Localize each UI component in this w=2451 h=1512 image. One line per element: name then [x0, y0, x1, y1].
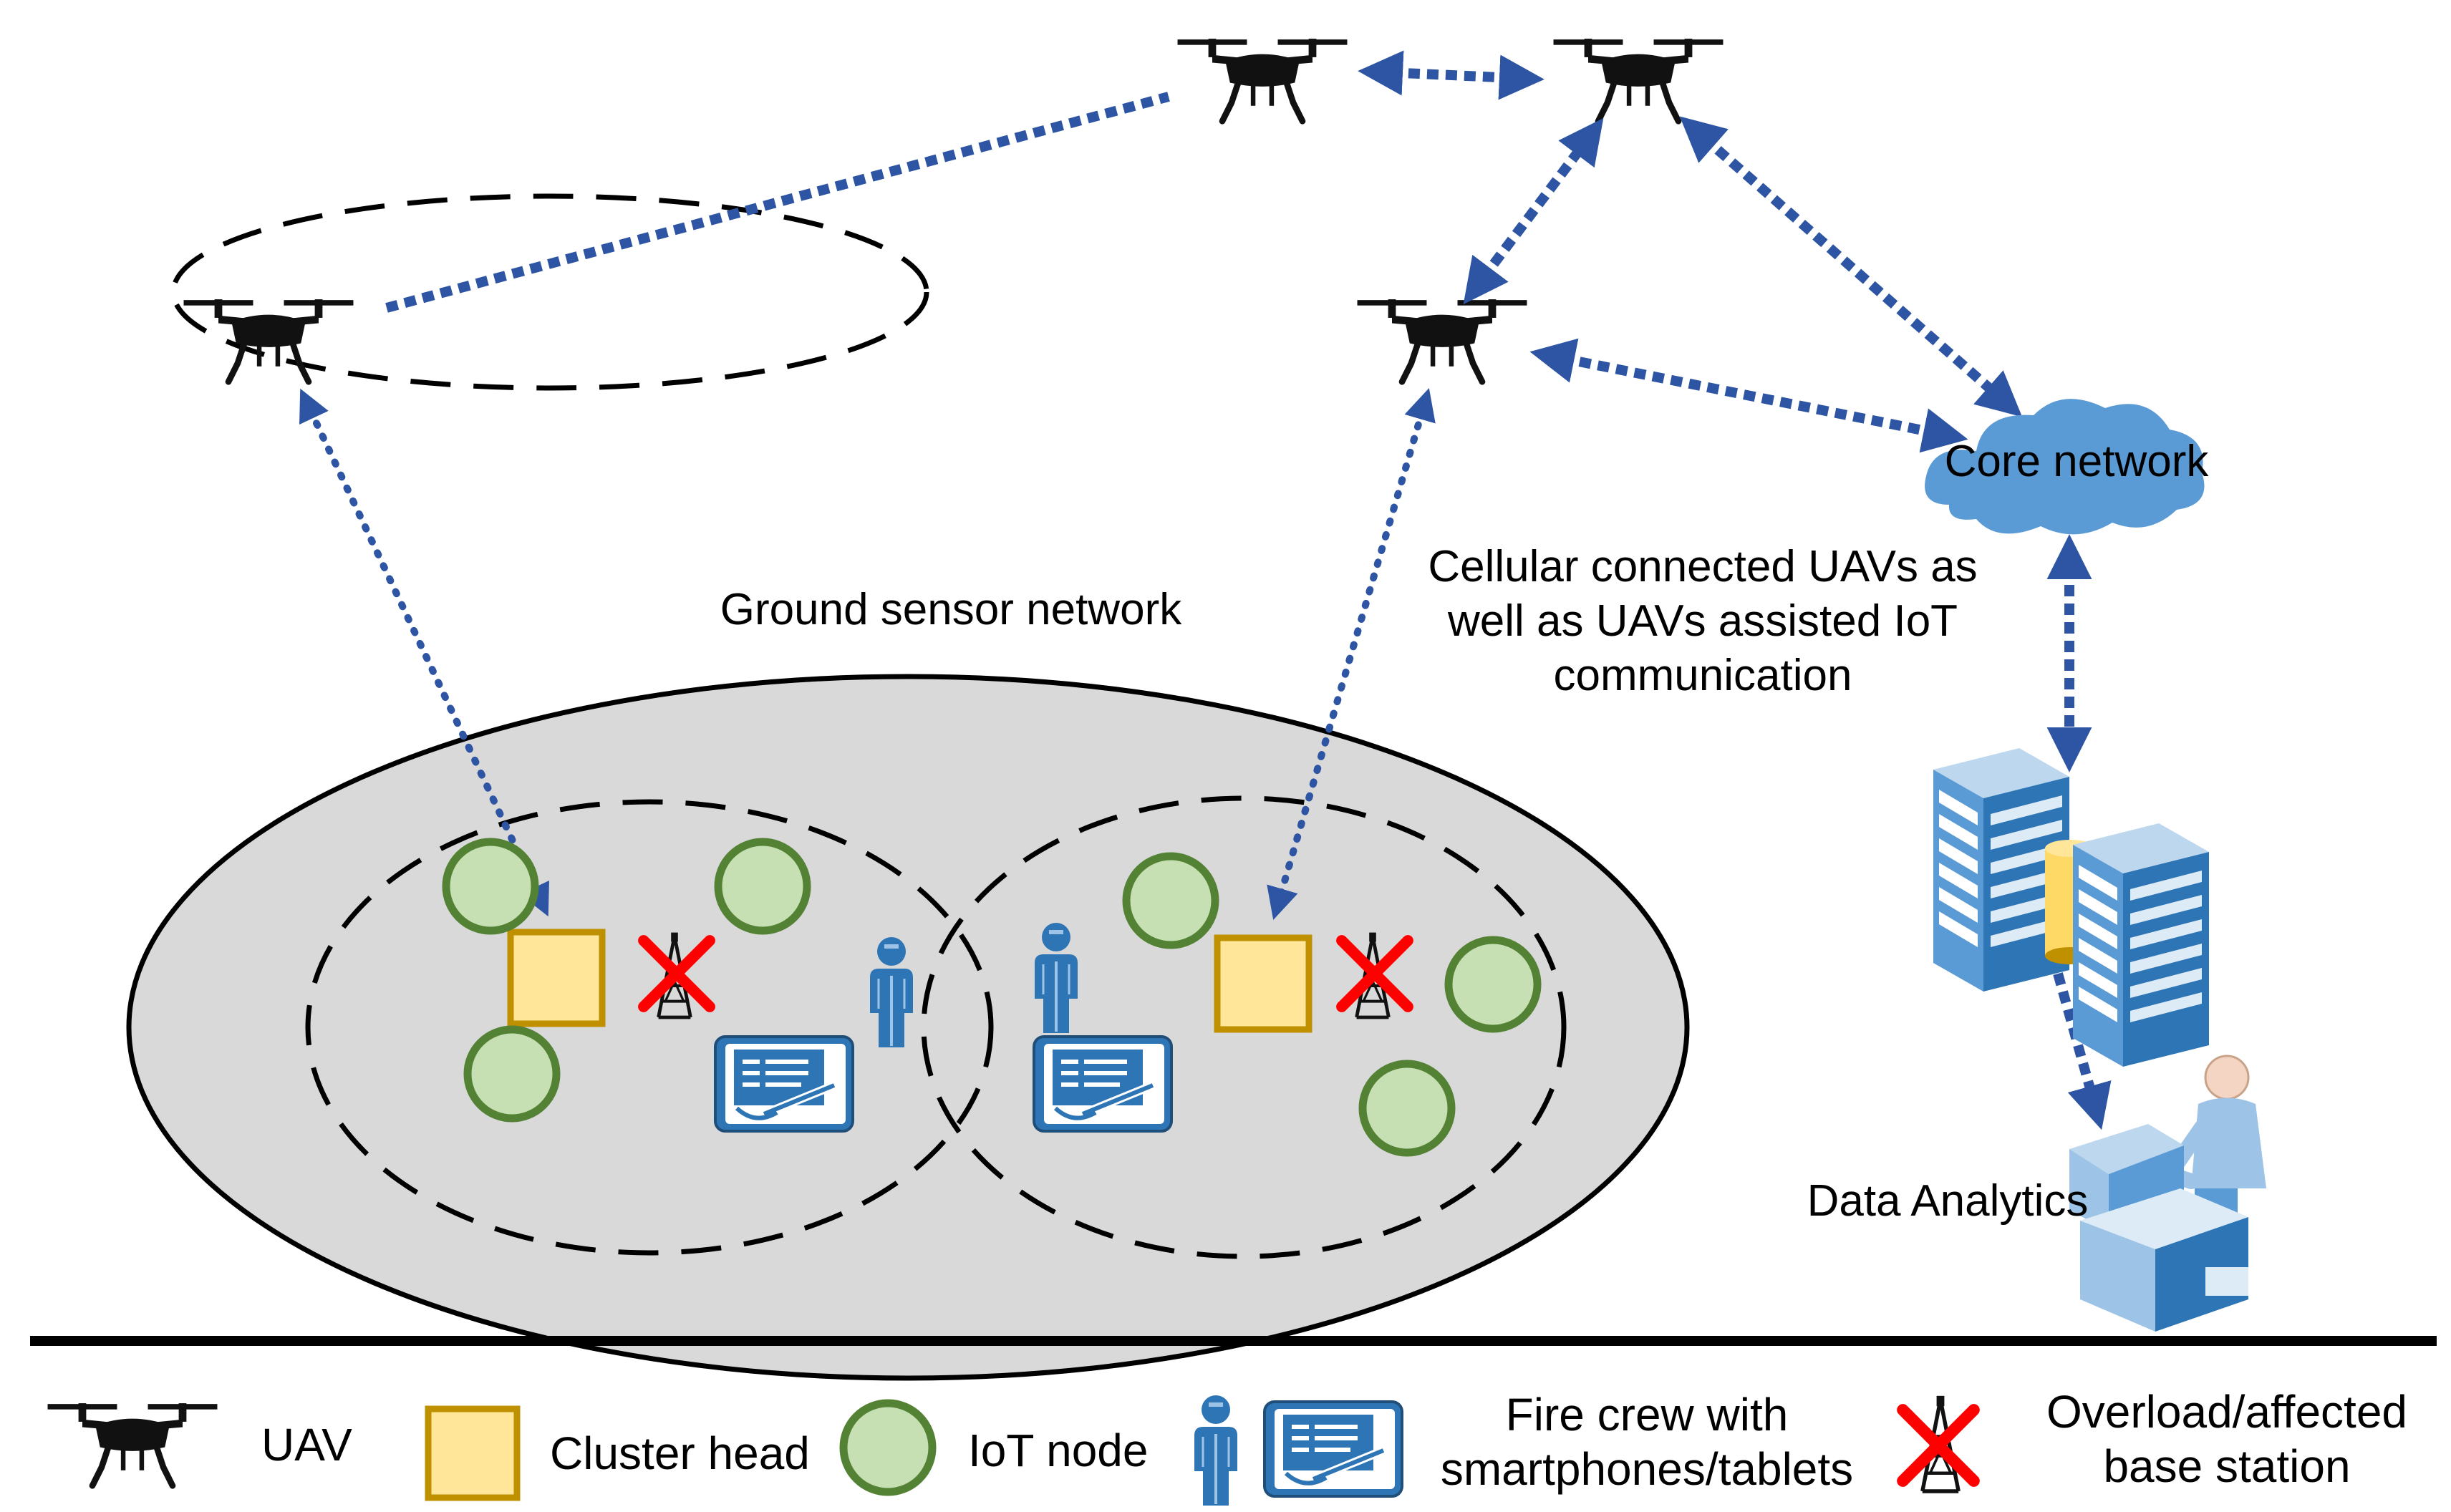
core-network-label: Core network [1945, 437, 2210, 486]
tablet-icon [715, 1037, 853, 1131]
legend-fire-crew-line-1: Fire crew with [1506, 1389, 1789, 1440]
drone-icon [1178, 39, 1348, 121]
caption-line-1: Cellular connected UAVs as [1428, 542, 1977, 591]
tablet-icon [1034, 1037, 1171, 1131]
cluster-head-left [507, 929, 606, 1027]
caption-line-3: communication [1554, 651, 1852, 700]
uav-orbit-path [170, 193, 929, 391]
legend-iot-node-swatch [839, 1399, 937, 1496]
cluster-head-right [1214, 934, 1312, 1033]
legend-cluster-head-swatch [425, 1405, 521, 1501]
caption-line-2: well as UAVs assisted IoT [1447, 596, 1958, 646]
drone-icon [1554, 39, 1724, 121]
drone-icon [48, 1403, 218, 1486]
legend-base-station-line-2: base station [2103, 1440, 2350, 1492]
data-analytics-label: Data Analytics [1807, 1176, 2089, 1226]
server-icon [1933, 748, 2209, 1067]
cluster-boundary-right [921, 795, 1567, 1259]
ground-sensor-network-label: Ground sensor network [720, 585, 1182, 634]
uav-links [385, 50, 2112, 1130]
ground-sensor-network-region [126, 674, 1690, 1381]
cluster-boundary-left [305, 799, 994, 1256]
legend-base-station-line-1: Overload/affected [2046, 1386, 2407, 1438]
legend: UAV Cluster head IoT node Fire crew with… [48, 1386, 2407, 1507]
legend-iot-node-label: IoT node [968, 1425, 1148, 1476]
cloud-icon [1925, 399, 2205, 535]
analyst-workstation-icon [2069, 1055, 2266, 1332]
legend-fire-crew-line-2: smartphones/tablets [1441, 1443, 1853, 1495]
ground-uav-links [299, 388, 1436, 920]
drone-icon [1358, 299, 1527, 382]
tablet-icon [1265, 1402, 1402, 1496]
legend-cluster-head-label: Cluster head [550, 1428, 810, 1479]
person-icon [1193, 1394, 1239, 1507]
iot-nodes [442, 838, 1542, 1157]
legend-uav-label: UAV [261, 1419, 352, 1470]
drone-icon [184, 299, 354, 382]
